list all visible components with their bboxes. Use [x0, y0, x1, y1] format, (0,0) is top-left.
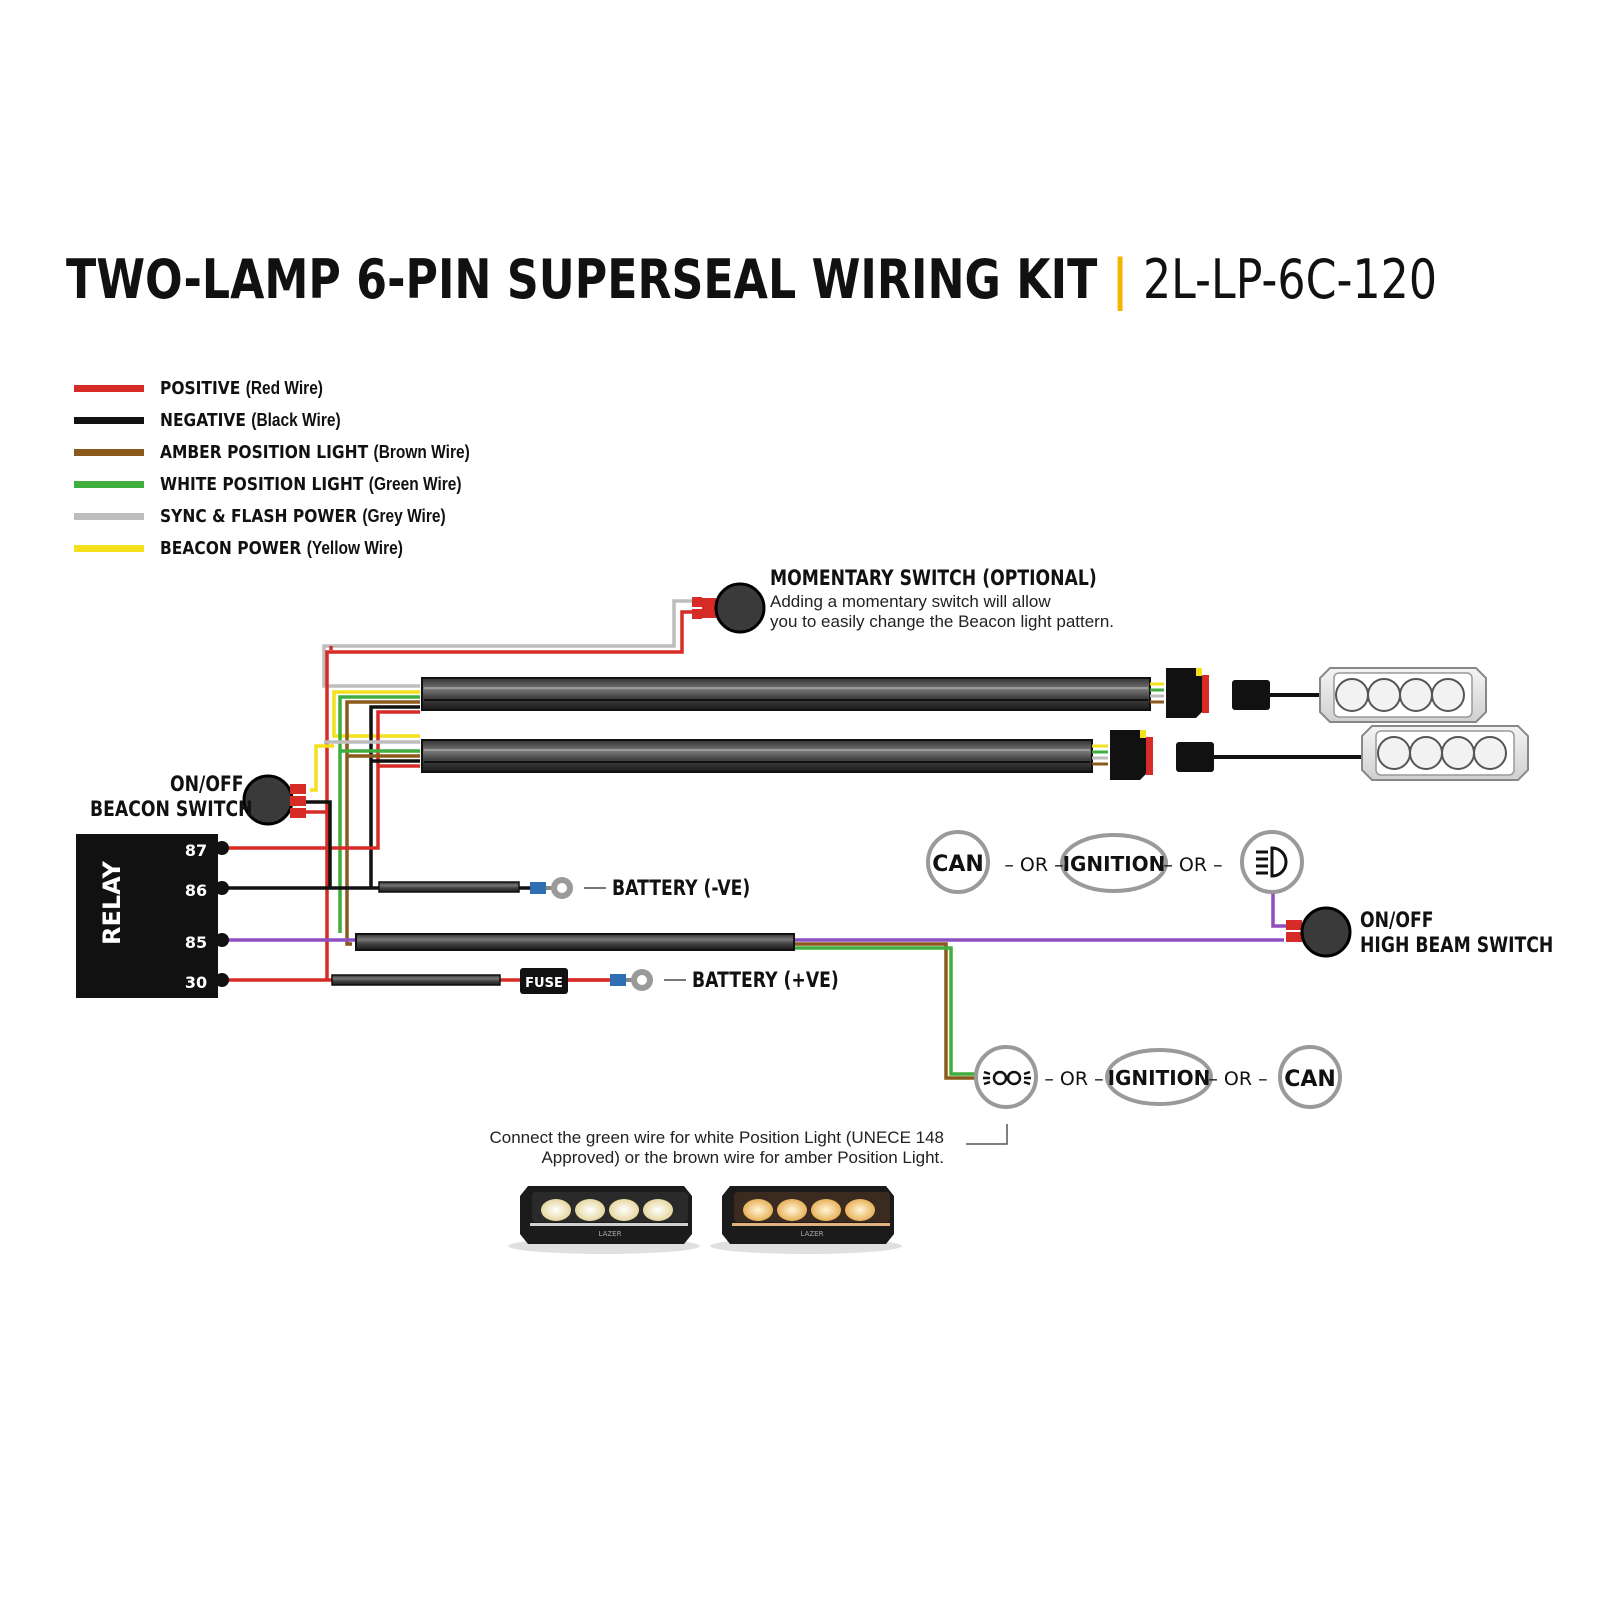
legend-item-white: WHITE POSITION LIGHT (Green Wire): [74, 468, 520, 500]
or-separator: – OR –: [1004, 854, 1063, 876]
legend-name: SYNC & FLASH POWER: [160, 505, 357, 527]
momentary-switch-desc-1: Adding a momentary switch will allow: [770, 592, 1051, 611]
legend-name: WHITE POSITION LIGHT: [160, 473, 364, 495]
high-beam-icon: [1256, 846, 1288, 878]
high-beam-switch-label-2: HIGH BEAM SWITCH: [1360, 933, 1554, 957]
legend-detail: (Brown Wire): [373, 441, 470, 462]
positive-ring-terminal: [568, 969, 686, 991]
ignition-badge-position: [1105, 1048, 1213, 1106]
positive-wire-loom: [331, 974, 501, 986]
legend-swatch-green: [74, 480, 144, 488]
relay-wire-loom: [355, 933, 795, 951]
wire-legend: POSITIVE (Red Wire) NEGATIVE (Black Wire…: [74, 372, 520, 564]
beacon-switch-label-1: ON/OFF: [170, 772, 244, 796]
title-main: TWO-LAMP 6-PIN SUPERSEAL WIRING KIT: [66, 248, 1098, 311]
relay-pin-86: 86: [185, 881, 207, 900]
legend-detail: (Yellow Wire): [306, 537, 403, 558]
legend-swatch-black: [74, 416, 144, 424]
legend-item-beacon: BEACON POWER (Yellow Wire): [74, 532, 520, 564]
relay-label: RELAY: [98, 861, 126, 945]
legend-label: POSITIVE (Red Wire): [160, 378, 323, 399]
position-light-icon: [983, 1070, 1031, 1086]
high-beam-switch-label-1: ON/OFF: [1360, 908, 1434, 932]
ignition-label-highbeam: IGNITION: [1063, 852, 1166, 876]
fuse-label: FUSE: [525, 976, 563, 991]
legend-label: NEGATIVE (Black Wire): [160, 410, 341, 431]
momentary-switch-desc-2: you to easily change the Beacon light pa…: [770, 612, 1115, 631]
legend-label: AMBER POSITION LIGHT (Brown Wire): [160, 442, 470, 463]
position-light-note-2: Approved) or the brown wire for amber Po…: [541, 1148, 944, 1167]
momentary-switch-title: MOMENTARY SWITCH (OPTIONAL): [770, 566, 1097, 590]
title-code: 2L-LP-6C-120: [1142, 248, 1438, 311]
note-pointer: [966, 1124, 1008, 1145]
amber-position-lamp: LAZER: [710, 1186, 902, 1254]
momentary-switch: [692, 582, 766, 634]
legend-name: BEACON POWER: [160, 537, 302, 559]
legend-item-negative: NEGATIVE (Black Wire): [74, 404, 520, 436]
legend-item-positive: POSITIVE (Red Wire): [74, 372, 520, 404]
beacon-switch-label-2: BEACON SWITCH: [90, 797, 253, 821]
lower-wire-loom: [421, 739, 1093, 773]
legend-name: NEGATIVE: [160, 409, 246, 431]
negative-ring-terminal: [519, 877, 606, 899]
can-label-position: CAN: [1284, 1067, 1336, 1092]
relay-pin-30: 30: [185, 973, 207, 992]
lamp-brand-logo: LAZER: [599, 1230, 622, 1238]
or-separator: – OR –: [1208, 1068, 1267, 1090]
upper-lamp-plug: [1232, 680, 1270, 710]
legend-detail: (Grey Wire): [362, 505, 446, 526]
lower-lamp-plug: [1176, 742, 1214, 772]
legend-item-sync: SYNC & FLASH POWER (Grey Wire): [74, 500, 520, 532]
relay-pin-87: 87: [185, 841, 207, 860]
legend-detail: (Red Wire): [245, 377, 323, 398]
upper-wire-loom: [421, 677, 1151, 711]
relay-pin-85: 85: [185, 933, 207, 952]
page-title: TWO-LAMP 6-PIN SUPERSEAL WIRING KIT|2L-L…: [66, 248, 1437, 311]
legend-swatch-yellow: [74, 544, 144, 552]
or-separator: – OR –: [1044, 1068, 1103, 1090]
legend-detail: (Green Wire): [368, 473, 462, 494]
legend-swatch-brown: [74, 448, 144, 456]
upper-loom-wires: [224, 599, 692, 980]
lamp-brand-logo: LAZER: [801, 1230, 824, 1238]
lower-loom-wires: [310, 740, 420, 792]
or-separator: – OR –: [1163, 854, 1222, 876]
legend-swatch-grey: [74, 512, 144, 520]
battery-positive-label: BATTERY (+VE): [692, 968, 839, 992]
upper-superseal-connector: [1166, 668, 1209, 718]
ignition-badge-highbeam: [1060, 833, 1168, 893]
legend-detail: (Black Wire): [251, 409, 341, 430]
legend-name: AMBER POSITION LIGHT: [160, 441, 369, 463]
relay: [76, 834, 229, 998]
ignition-label-position: IGNITION: [1108, 1066, 1211, 1090]
white-position-lamp: LAZER: [508, 1186, 700, 1254]
legend-name: POSITIVE: [160, 377, 241, 399]
title-separator: |: [1112, 248, 1129, 311]
legend-label: SYNC & FLASH POWER (Grey Wire): [160, 506, 446, 527]
upper-lamp: [1319, 667, 1487, 723]
beacon-switch: [242, 774, 306, 826]
fuse: [520, 968, 568, 994]
can-label-highbeam: CAN: [932, 852, 984, 877]
legend-item-amber: AMBER POSITION LIGHT (Brown Wire): [74, 436, 520, 468]
lower-lamp: [1361, 725, 1529, 781]
legend-swatch-red: [74, 384, 144, 392]
lower-superseal-connector: [1110, 730, 1153, 780]
legend-label: WHITE POSITION LIGHT (Green Wire): [160, 474, 462, 495]
negative-wire-loom: [378, 881, 520, 893]
position-light-note-1: Connect the green wire for white Positio…: [489, 1128, 944, 1147]
can-badge-highbeam: [926, 830, 990, 894]
legend-label: BEACON POWER (Yellow Wire): [160, 538, 403, 559]
battery-negative-label: BATTERY (-VE): [612, 876, 751, 900]
can-badge-position: [1278, 1045, 1342, 1109]
high-beam-switch: [1286, 906, 1352, 958]
